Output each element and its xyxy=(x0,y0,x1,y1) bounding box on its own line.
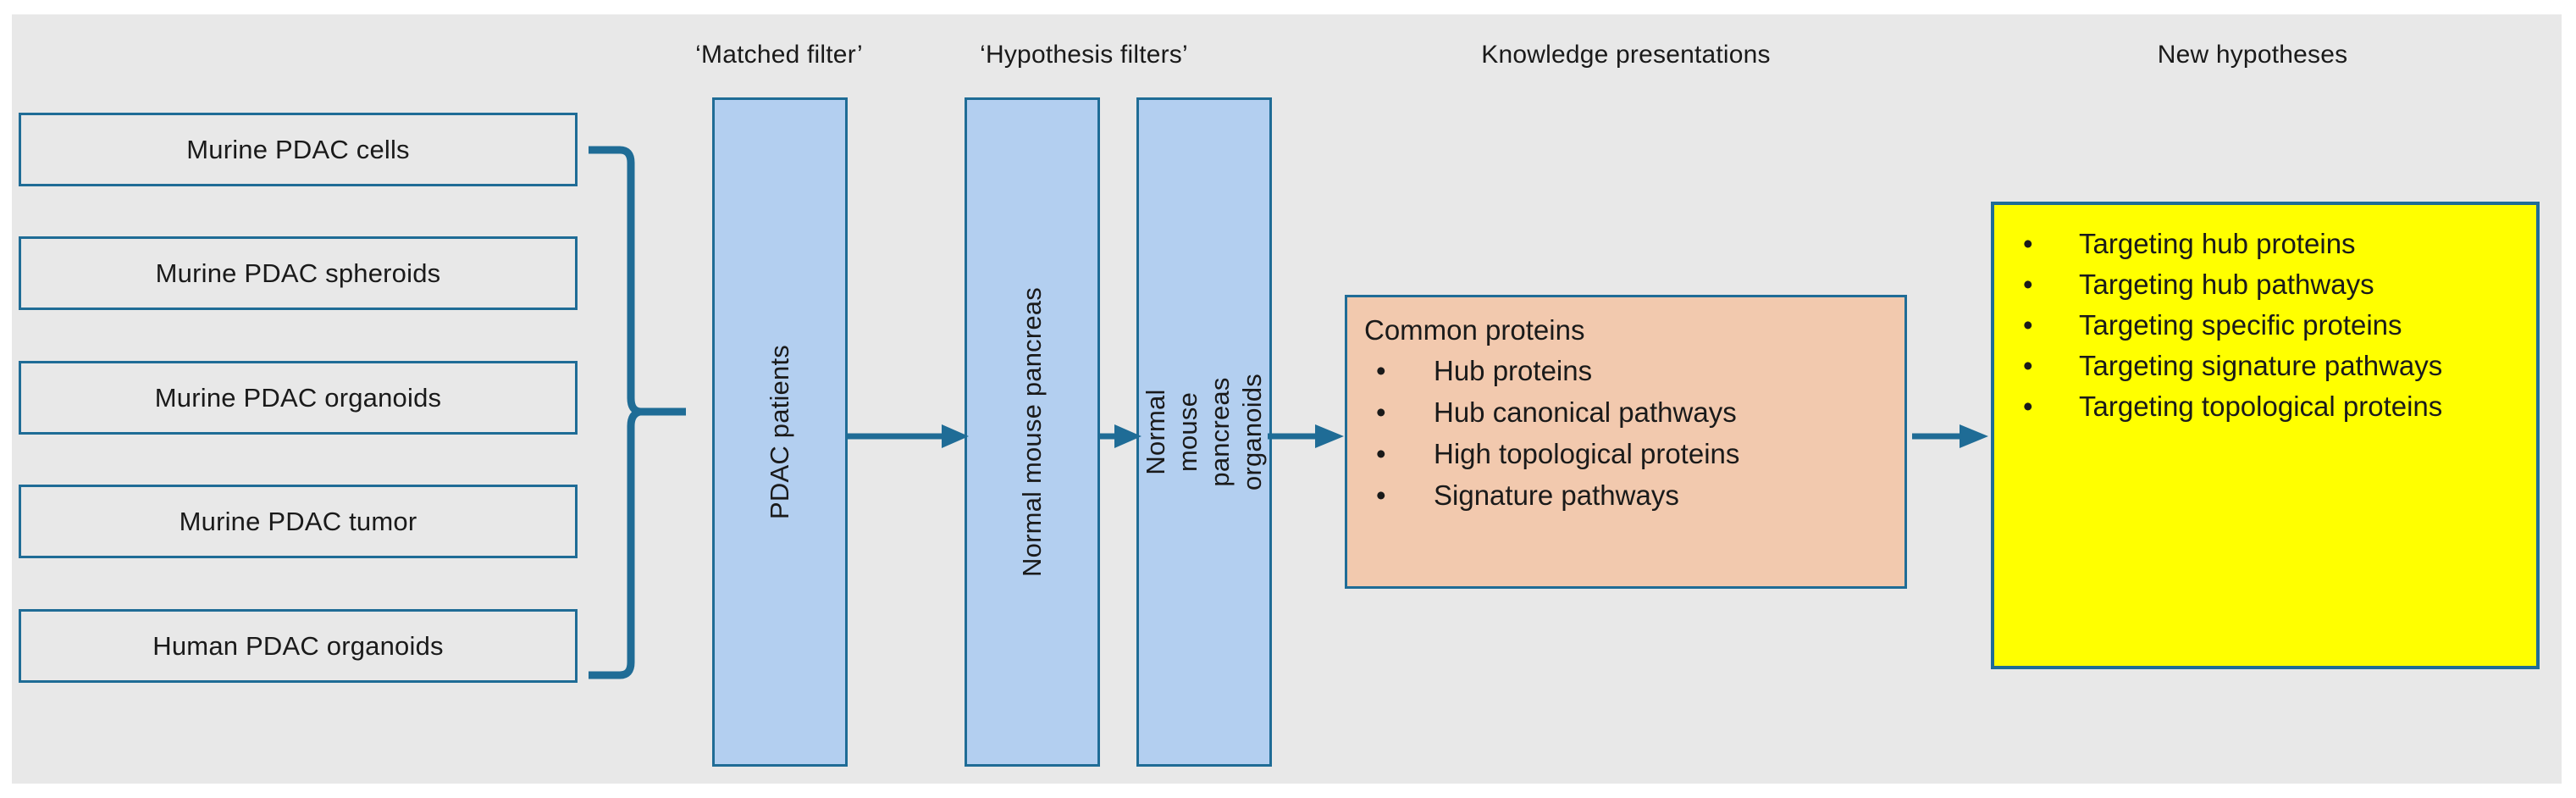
column-header-new-hypotheses: New hypotheses xyxy=(2157,41,2348,69)
source-box-murine-pdac-cells: Murine PDAC cells xyxy=(19,113,578,186)
list-item: • Targeting hub pathways xyxy=(2003,264,2524,305)
source-box-murine-pdac-spheroids: Murine PDAC spheroids xyxy=(19,236,578,310)
source-box-label: Murine PDAC spheroids xyxy=(155,258,441,288)
filter-box-label: Normal mouse pancreas xyxy=(1017,287,1047,577)
grouping-bracket-icon xyxy=(589,146,686,679)
list-item-label: Hub proteins xyxy=(1434,355,1593,386)
source-box-label: Human PDAC organoids xyxy=(152,630,444,661)
bullet-icon: • xyxy=(2023,269,2033,300)
filter-box-pdac-patients: PDAC patients xyxy=(712,97,848,767)
column-header-matched-filter: ‘Matched filter’ xyxy=(695,41,863,69)
column-header-knowledge-presentations: Knowledge presentations xyxy=(1481,41,1771,69)
bullet-icon: • xyxy=(2023,350,2033,381)
list-item: • Hub proteins xyxy=(1364,350,1896,391)
arrow-right-icon-pancreas-to-organoids xyxy=(1099,424,1142,448)
list-item-label: Targeting topological proteins xyxy=(2079,391,2443,422)
source-box-murine-pdac-tumor: Murine PDAC tumor xyxy=(19,485,578,558)
column-header-hypothesis-filters: ‘Hypothesis filters’ xyxy=(980,41,1188,69)
list-item-label: Targeting hub pathways xyxy=(2079,269,2374,300)
list-item: • Targeting specific proteins xyxy=(2003,305,2524,346)
list-item: • Targeting signature pathways xyxy=(2003,346,2524,386)
list-item-label: Hub canonical pathways xyxy=(1434,396,1737,428)
list-item: • High topological proteins xyxy=(1364,433,1896,474)
bullet-icon: • xyxy=(2023,391,2033,422)
hypotheses-box-list: • Targeting hub proteins • Targeting hub… xyxy=(2003,224,2524,427)
list-item: • Hub canonical pathways xyxy=(1364,391,1896,433)
list-item: • Signature pathways xyxy=(1364,474,1896,516)
list-item: • Targeting topological proteins xyxy=(2003,386,2524,427)
bullet-icon: • xyxy=(1376,396,1386,428)
source-box-murine-pdac-organoids: Murine PDAC organoids xyxy=(19,361,578,435)
filter-box-label: Normal mouse pancreas organoids xyxy=(1141,374,1267,490)
bullet-icon: • xyxy=(1376,479,1386,511)
list-item-label: Signature pathways xyxy=(1434,479,1679,511)
list-item-label: Targeting signature pathways xyxy=(2079,350,2443,381)
filter-box-normal-mouse-pancreas: Normal mouse pancreas xyxy=(965,97,1100,767)
arrow-right-icon-knowledge-to-hypotheses xyxy=(1912,424,1988,448)
knowledge-presentations-box: Common proteins • Hub proteins • Hub can… xyxy=(1345,295,1907,589)
list-item: • Targeting hub proteins xyxy=(2003,224,2524,264)
filter-box-label: PDAC patients xyxy=(765,345,795,519)
knowledge-box-list: • Hub proteins • Hub canonical pathways … xyxy=(1364,350,1896,516)
bullet-icon: • xyxy=(1376,438,1386,469)
filter-box-normal-mouse-pancreas-organoids: Normal mouse pancreas organoids xyxy=(1136,97,1272,767)
source-box-label: Murine PDAC organoids xyxy=(154,382,442,413)
list-item-label: High topological proteins xyxy=(1434,438,1740,469)
bullet-icon: • xyxy=(1376,355,1386,386)
bullet-icon: • xyxy=(2023,309,2033,341)
arrow-right-icon-sources-to-pancreas xyxy=(847,424,969,448)
bullet-icon: • xyxy=(2023,228,2033,259)
source-box-label: Murine PDAC cells xyxy=(186,134,410,164)
new-hypotheses-box: • Targeting hub proteins • Targeting hub… xyxy=(1991,202,2540,669)
arrow-right-icon-organoids-to-knowledge xyxy=(1268,424,1344,448)
knowledge-box-title: Common proteins xyxy=(1364,314,1585,346)
source-box-human-pdac-organoids: Human PDAC organoids xyxy=(19,609,578,683)
list-item-label: Targeting hub proteins xyxy=(2079,228,2356,259)
list-item-label: Targeting specific proteins xyxy=(2079,309,2402,341)
source-box-label: Murine PDAC tumor xyxy=(179,506,417,536)
